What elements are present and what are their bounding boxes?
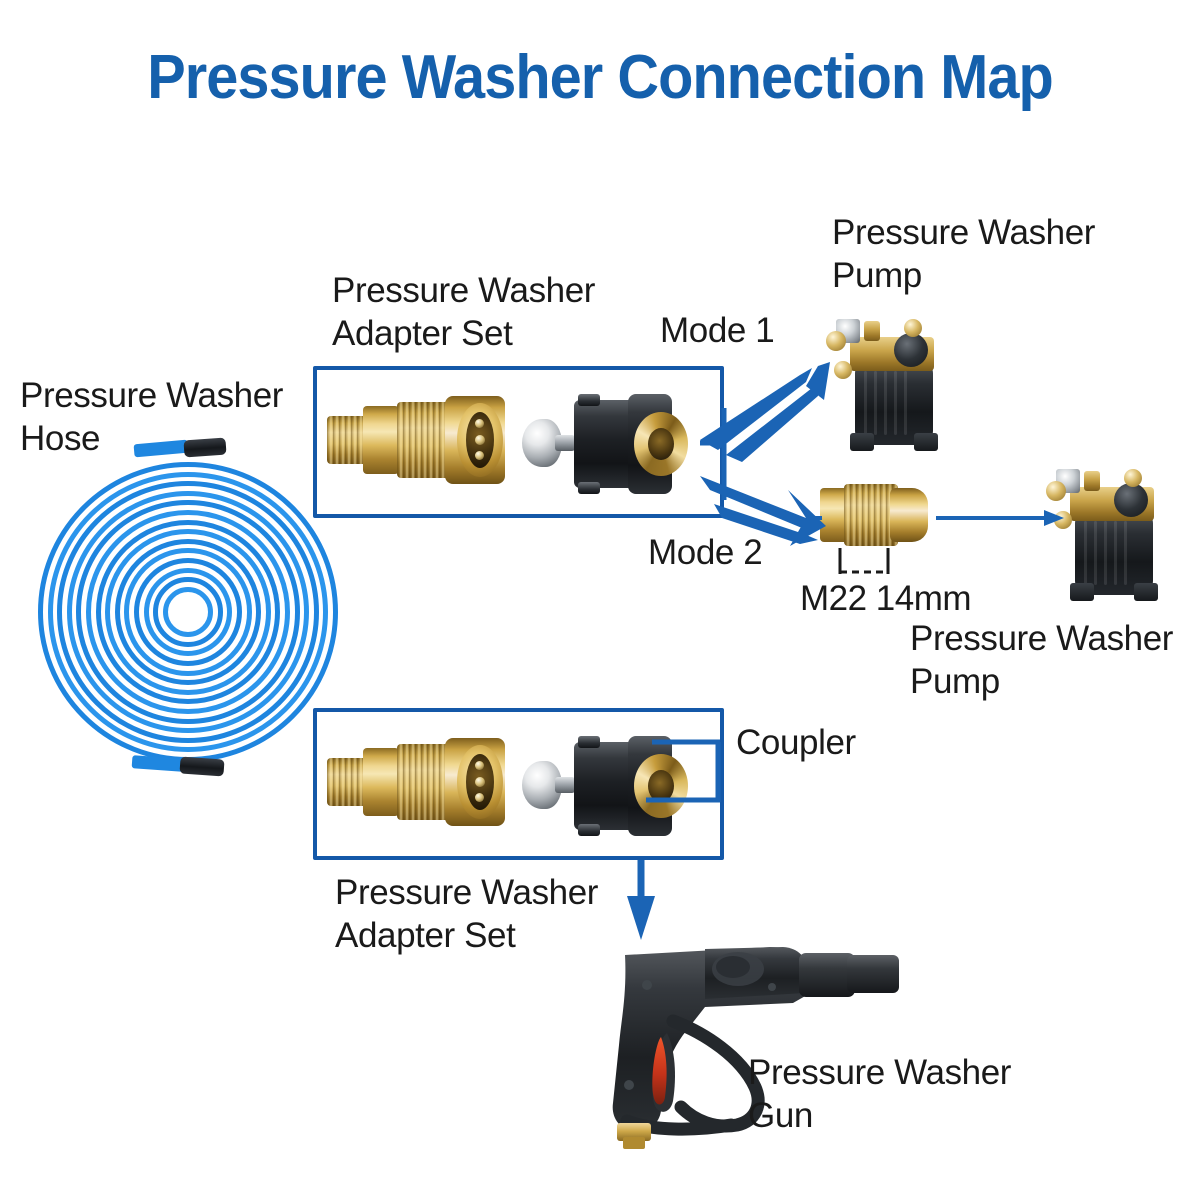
hose-coil-ring (134, 558, 242, 666)
pump-fin (904, 371, 907, 435)
gun-screw-1 (642, 980, 652, 990)
hose-coil-ring (124, 548, 252, 676)
hose-coil-ring (95, 519, 281, 705)
label-pressure-washer-hose: Pressure Washer Hose (20, 376, 284, 458)
gun-brass-inlet (617, 1123, 651, 1141)
m22-bore (648, 428, 674, 460)
pump-fin (1104, 521, 1107, 585)
label-adapter-set-top: Pressure Washer Adapter Set (332, 271, 596, 353)
m22-rib-top (578, 736, 600, 748)
pressure-washer-hose (38, 437, 338, 777)
m22-adapter-thread (844, 484, 898, 546)
brass-knurled-sleeve (397, 402, 449, 478)
hose-coil-ring (153, 577, 223, 647)
pressure-washer-gun (555, 925, 915, 1155)
pump-foot-left (1070, 583, 1094, 601)
pump-brass-port (864, 321, 880, 341)
detent-ball-2 (475, 435, 485, 445)
pump-fin (864, 371, 867, 435)
pump-brass-knob-2 (834, 361, 852, 379)
pump-brass-knob-1 (826, 331, 846, 351)
label-m22-14mm: M22 14mm (800, 579, 972, 618)
label-adapter-set-bottom: Pressure Washer Adapter Set (335, 873, 599, 955)
gun-screw-2 (624, 1080, 634, 1090)
adapter-set-bottom-box (313, 708, 724, 860)
m22-14mm-brass-adapter (818, 482, 934, 554)
pump-fin (884, 371, 887, 435)
hose-coil-ring (57, 481, 319, 743)
page-title: Pressure Washer Connection Map (147, 43, 1053, 112)
m22-rib-bottom (578, 482, 600, 494)
pump-fin (1094, 521, 1097, 585)
brass-male-thread (327, 758, 367, 806)
hose-coil-ring (114, 538, 262, 686)
gun-logo-inner (716, 956, 750, 978)
pump-foot-right (914, 433, 938, 451)
pump-fin (874, 371, 877, 435)
pressure-washer-pump-mode-1 (820, 305, 950, 455)
label-mode-2: Mode 2 (648, 533, 763, 572)
hose-coil-ring (105, 529, 271, 695)
hose-neck-bottom (131, 755, 185, 772)
pump-fin (1084, 521, 1087, 585)
pump-body (1075, 513, 1153, 595)
brass-male-thread (327, 416, 367, 464)
pump-brass-knob-3 (904, 319, 922, 337)
pump-foot-left (850, 433, 874, 451)
hose-end-fitting-bottom (179, 756, 225, 777)
label-coupler: Coupler (736, 723, 856, 762)
label-pressure-washer-gun: Pressure Washer Gun (748, 1053, 1012, 1135)
brass-quick-connect-coupler-top (327, 386, 517, 496)
label-pump-right: Pressure Washer Pump (910, 619, 1174, 701)
hose-coil-ring (143, 567, 233, 657)
pump-brass-port (1084, 471, 1100, 491)
m22-swivel-nut-top (570, 392, 690, 496)
gun-outlet-nipple (847, 955, 899, 993)
hose-coil-ring (86, 510, 290, 714)
hose-coil-ring (76, 500, 300, 724)
brass-quick-connect-coupler-bottom (327, 728, 517, 838)
label-mode-1: Mode 1 (660, 311, 775, 350)
pump-cap (894, 333, 928, 367)
label-pump-top: Pressure Washer Pump (832, 213, 1096, 295)
gun-trigger-guard (666, 1014, 765, 1133)
pump-fin (894, 371, 897, 435)
gun-graphic (612, 947, 899, 1149)
m22-rib-top (578, 394, 600, 406)
gun-screw-3 (768, 983, 776, 991)
pump-body (855, 363, 933, 445)
m22-adapter-end (890, 488, 928, 542)
silver-quick-connect-plug-bottom (522, 757, 576, 813)
m22-swivel-nut-bottom (570, 734, 690, 838)
gun-brass-inlet-thread (623, 1137, 645, 1149)
plug-stem (555, 777, 575, 793)
hose-coil-ring (162, 586, 214, 638)
m22-bore (648, 770, 674, 802)
pump-brass-knob-2 (1054, 511, 1072, 529)
pump-foot-right (1134, 583, 1158, 601)
detent-ball-1 (475, 761, 484, 770)
pump-fin (1114, 521, 1117, 585)
detent-ball-3 (475, 451, 484, 460)
pump-brass-knob-3 (1124, 469, 1142, 487)
m22-rib-bottom (578, 824, 600, 836)
pump-brass-knob-1 (1046, 481, 1066, 501)
brass-hex-nut (363, 748, 399, 816)
pressure-washer-pump-mode-2 (1040, 455, 1170, 605)
brass-hex-nut (363, 406, 399, 474)
pump-cap (1114, 483, 1148, 517)
hose-coil-ring (47, 471, 329, 753)
gun-outlet-collar (799, 953, 855, 997)
hose-coil-ring (66, 490, 310, 734)
pump-fin (1124, 521, 1127, 585)
silver-quick-connect-plug-top (522, 415, 576, 471)
brass-knurled-sleeve (397, 744, 449, 820)
detent-ball-1 (475, 419, 484, 428)
detent-ball-3 (475, 793, 484, 802)
gun-safety-lock-icon (652, 1037, 667, 1105)
detent-ball-2 (475, 777, 485, 787)
plug-stem (555, 435, 575, 451)
hose-end-fitting-top (183, 437, 227, 458)
